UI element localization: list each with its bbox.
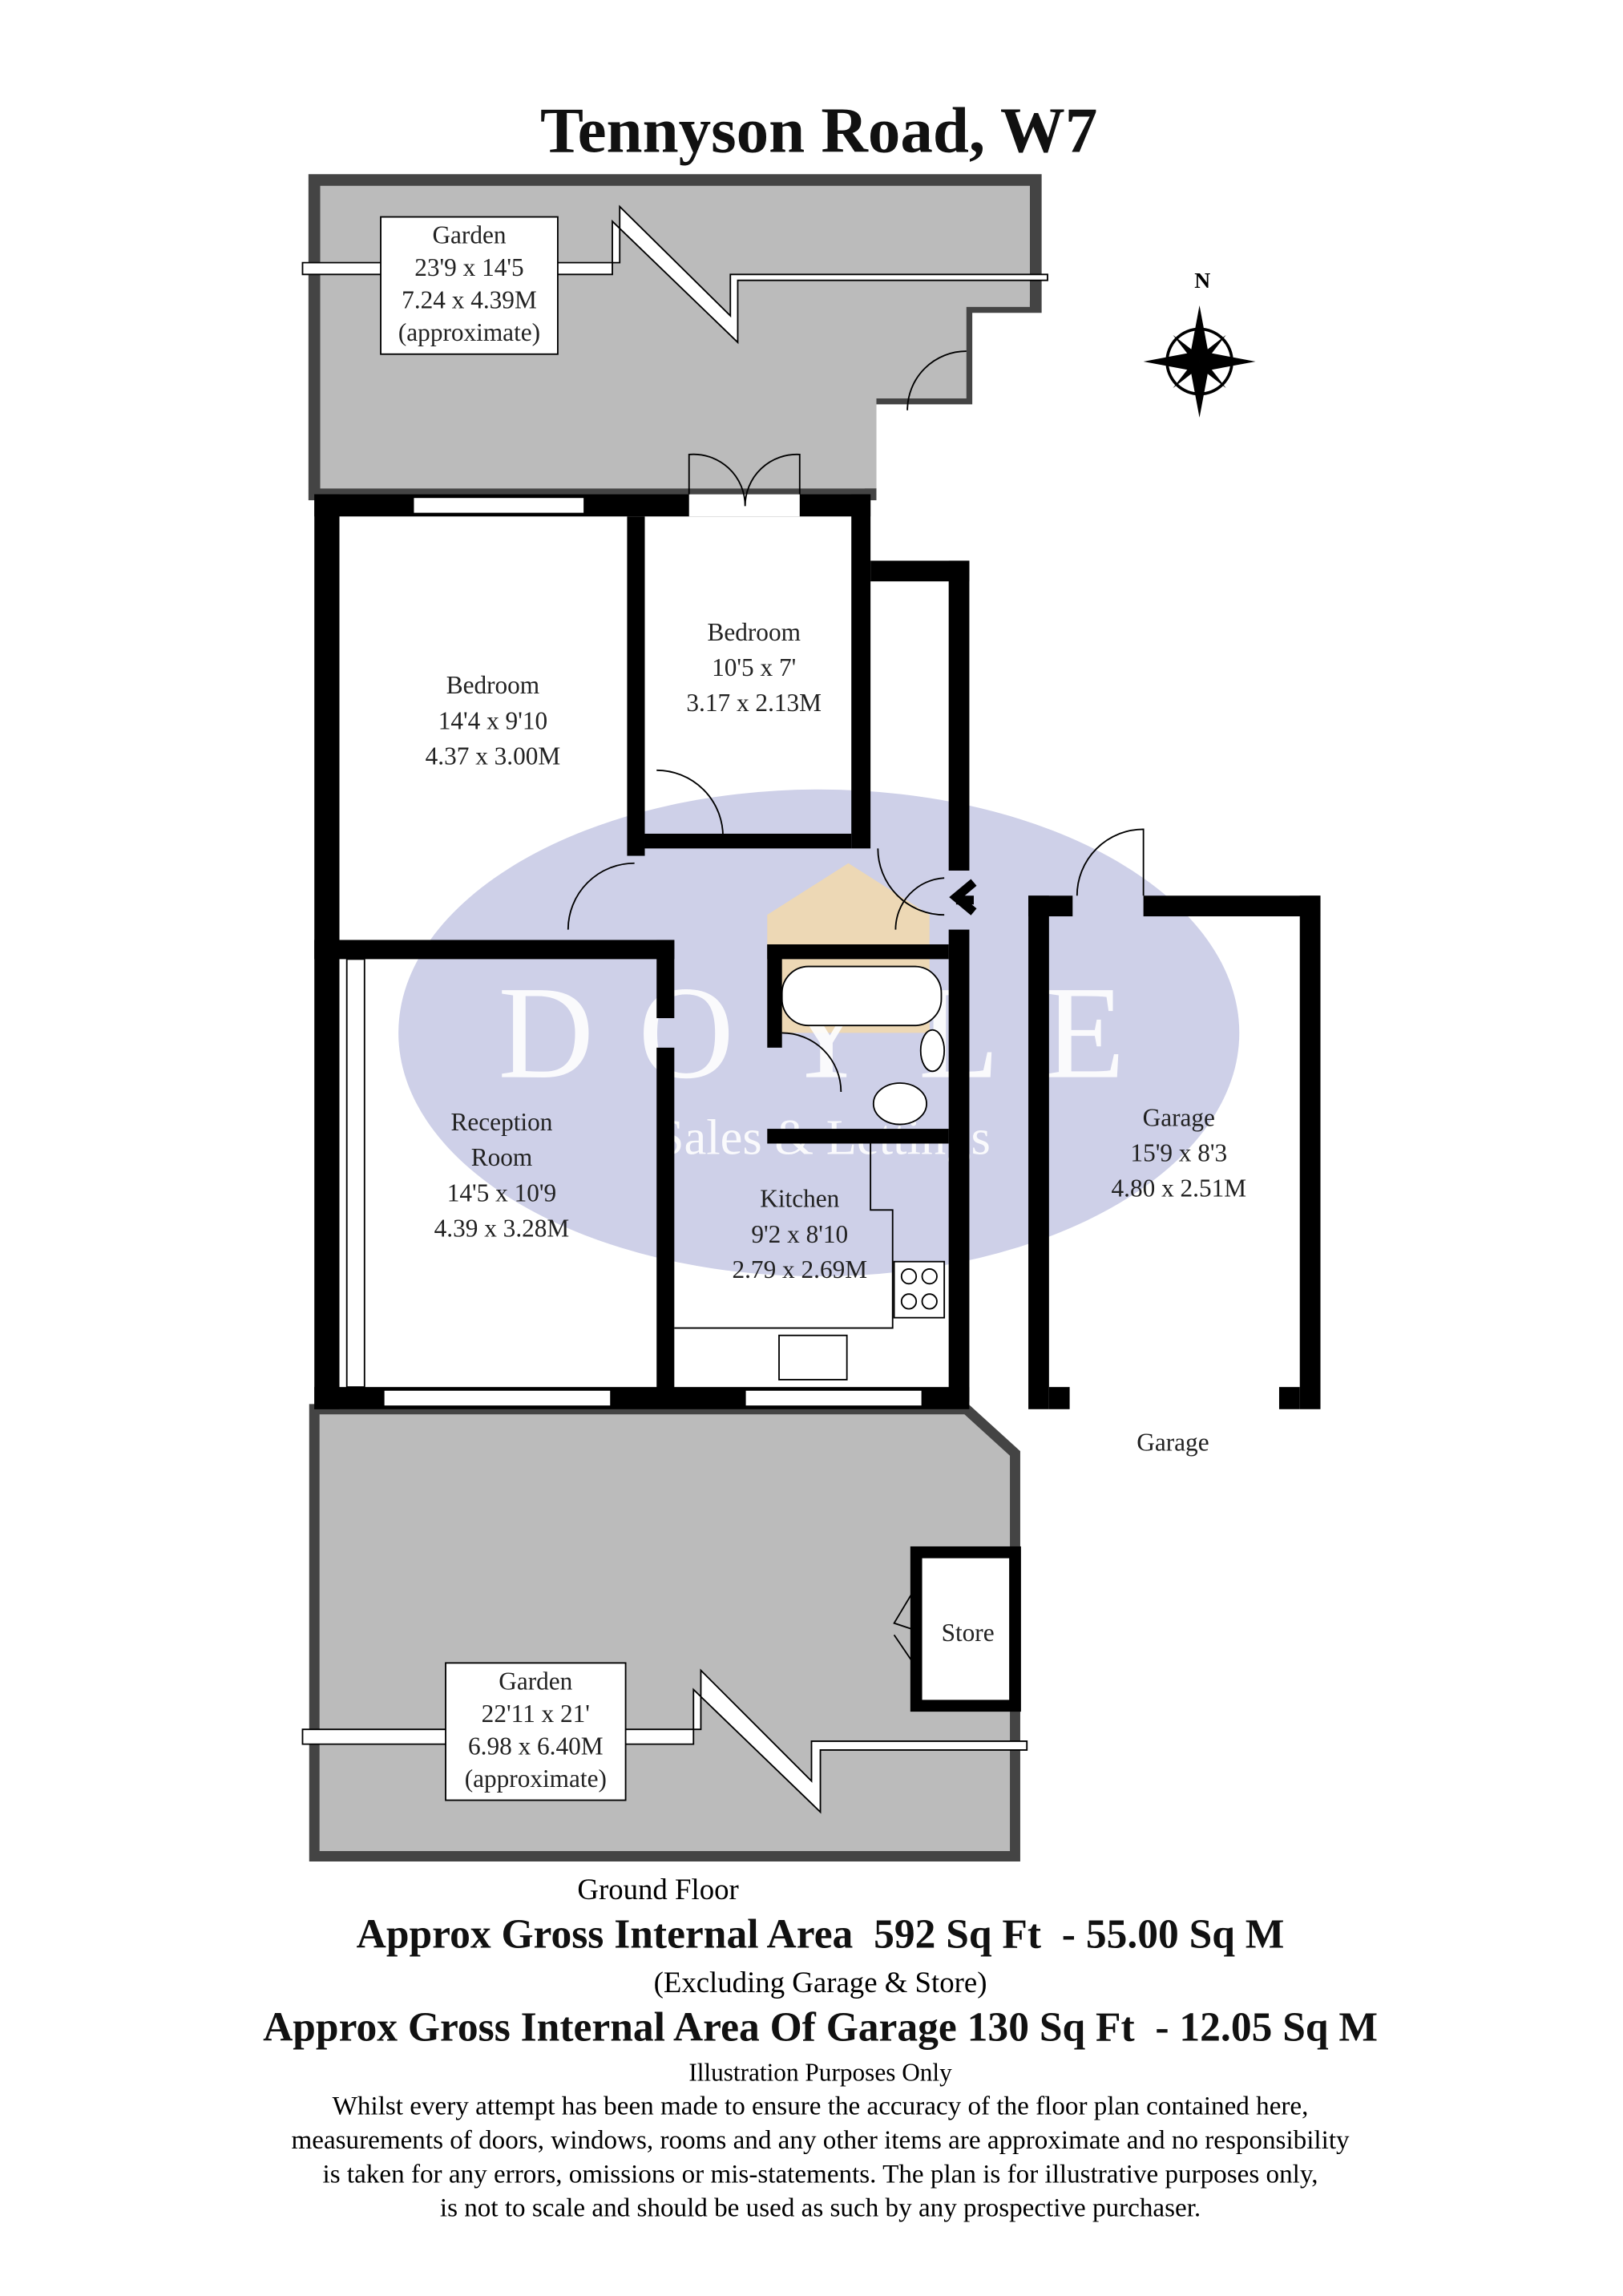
svg-text:10'5 x 7': 10'5 x 7' [712, 653, 796, 681]
floor-label: Ground Floor [577, 1873, 738, 1906]
room-dimensions-metric: 6.98 x 6.40M [468, 1732, 604, 1760]
room-reception: Reception Room 14'5 x 10'9 4.39 x 3.28M [434, 1108, 570, 1243]
svg-text:Garage: Garage [1137, 1428, 1209, 1456]
area-main: Approx Gross Internal Area 592 Sq Ft - 5… [357, 1912, 1285, 1958]
room-bedroom-1: Bedroom 14'4 x 9'10 4.37 x 3.00M [426, 671, 561, 770]
svg-text:15'9 x 8'3: 15'9 x 8'3 [1130, 1139, 1227, 1167]
svg-text:3.17 x 2.13M: 3.17 x 2.13M [686, 689, 822, 717]
openings [345, 453, 1145, 1408]
svg-text:14'4 x 9'10: 14'4 x 9'10 [438, 706, 547, 734]
svg-text:Reception: Reception [451, 1108, 553, 1136]
svg-text:14'5 x 10'9: 14'5 x 10'9 [447, 1178, 556, 1207]
room-label: Garden [499, 1667, 572, 1696]
disclaimer-line: measurements of doors, windows, rooms an… [291, 2125, 1350, 2155]
illustration-note: Illustration Purposes Only [688, 2058, 952, 2086]
svg-text:Bedroom: Bedroom [708, 618, 801, 646]
disclaimer-line: Whilst every attempt has been made to en… [333, 2092, 1309, 2121]
svg-text:4.80 x 2.51M: 4.80 x 2.51M [1112, 1174, 1247, 1203]
room-kitchen: Kitchen 9'2 x 8'10 2.79 x 2.69M [732, 1185, 867, 1283]
page-title: Tennyson Road, W7 [540, 95, 1097, 167]
area-garage: Approx Gross Internal Area Of Garage 130… [263, 2005, 1378, 2051]
room-dimensions-imperial: 22'11 x 21' [482, 1700, 590, 1728]
garden-top: Garden 23'9 x 14'5 7.24 x 4.39M (approxi… [301, 174, 1048, 500]
svg-text:Bedroom: Bedroom [446, 671, 539, 699]
room-note: (approximate) [465, 1764, 607, 1793]
garden-bottom: Store Garden 22'11 x 21' 6.98 x 6.40M (a… [301, 1404, 1028, 1861]
svg-text:N: N [1194, 268, 1210, 293]
svg-text:Kitchen: Kitchen [760, 1185, 839, 1213]
walls [314, 494, 1321, 1409]
disclaimer-line: is taken for any errors, omissions or mi… [323, 2159, 1318, 2189]
svg-text:4.37 x 3.00M: 4.37 x 3.00M [426, 742, 561, 770]
room-dimensions-metric: 7.24 x 4.39M [402, 286, 537, 314]
room-note: (approximate) [398, 318, 540, 346]
svg-text:Room: Room [471, 1143, 532, 1171]
compass-rose-icon: N [1143, 268, 1256, 418]
room-label: Store [942, 1619, 995, 1647]
svg-text:9'2 x 8'10: 9'2 x 8'10 [751, 1220, 848, 1248]
room-dimensions-imperial: 23'9 x 14'5 [414, 253, 523, 281]
disclaimer-line: is not to scale and should be used as su… [440, 2193, 1201, 2223]
area-main-note: (Excluding Garage & Store) [654, 1966, 987, 1999]
room-garage: Garage 15'9 x 8'3 4.80 x 2.51M Garage [1112, 1103, 1247, 1456]
svg-text:Garage: Garage [1143, 1103, 1215, 1131]
svg-text:4.39 x 3.28M: 4.39 x 3.28M [434, 1214, 570, 1242]
svg-text:2.79 x 2.69M: 2.79 x 2.69M [732, 1255, 867, 1283]
room-bedroom-2: Bedroom 10'5 x 7' 3.17 x 2.13M [686, 618, 822, 717]
room-label: Garden [432, 221, 506, 249]
